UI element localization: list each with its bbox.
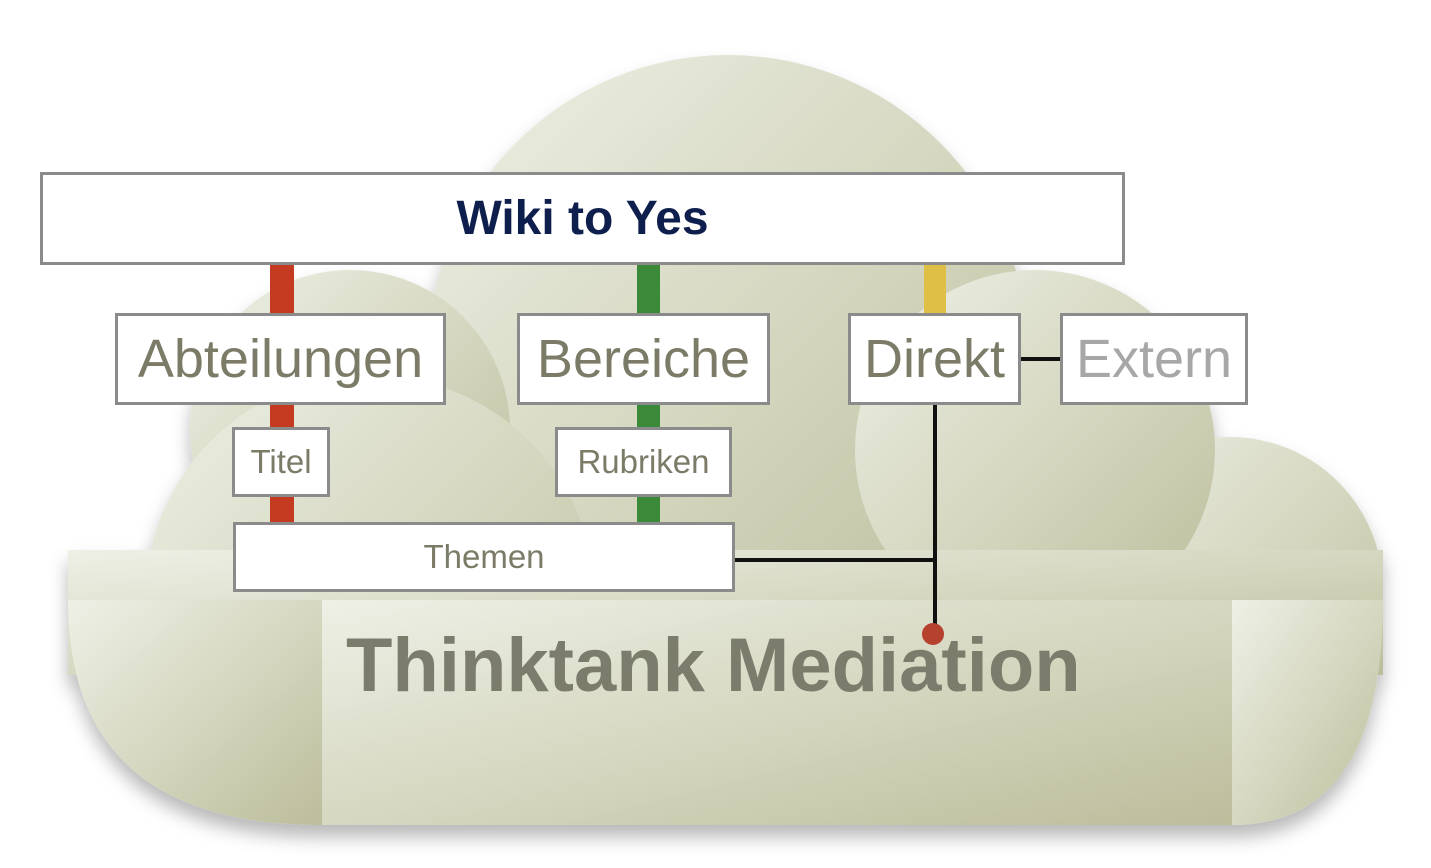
node-extern: Extern bbox=[1060, 313, 1248, 405]
red-connector-bottom bbox=[270, 497, 294, 523]
green-connector-bottom bbox=[637, 497, 660, 523]
title-box: Wiki to Yes bbox=[40, 172, 1125, 265]
node-abteilungen: Abteilungen bbox=[115, 313, 446, 405]
node-titel-label: Titel bbox=[250, 443, 312, 480]
green-connector-top bbox=[637, 265, 660, 314]
title-label: Wiki to Yes bbox=[456, 192, 709, 245]
node-direkt: Direkt bbox=[848, 313, 1021, 405]
endpoint-dot bbox=[922, 623, 944, 645]
node-rubriken: Rubriken bbox=[555, 427, 732, 497]
node-themen-label: Themen bbox=[423, 538, 545, 575]
red-connector-top bbox=[270, 265, 294, 314]
node-themen: Themen bbox=[233, 522, 735, 592]
red-connector-middle bbox=[270, 405, 294, 428]
node-titel: Titel bbox=[232, 427, 330, 497]
node-abteilungen-label: Abteilungen bbox=[137, 329, 424, 389]
green-connector-middle bbox=[637, 405, 660, 428]
node-bereiche-label: Bereiche bbox=[536, 329, 751, 389]
node-rubriken-label: Rubriken bbox=[577, 443, 710, 480]
node-direkt-label: Direkt bbox=[863, 329, 1005, 389]
node-bereiche: Bereiche bbox=[517, 313, 770, 405]
node-extern-label: Extern bbox=[1075, 329, 1233, 389]
footer-label: Thinktank Mediation bbox=[346, 623, 1081, 708]
yellow-connector bbox=[924, 265, 946, 314]
